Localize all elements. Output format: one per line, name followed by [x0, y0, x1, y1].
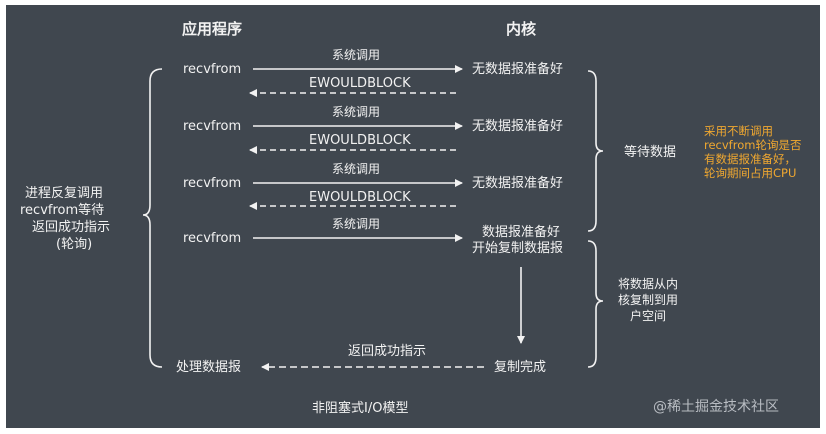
kernel-header: 内核: [506, 20, 537, 38]
orange-note-line-1: 采用不断调用: [704, 124, 773, 138]
diagram-caption: 非阻塞式I/O模型: [312, 401, 409, 416]
recvfrom-label-3: recvfrom: [183, 176, 242, 191]
process-datagram-label: 处理数据报: [176, 360, 242, 375]
syscall-label-1: 系统调用: [332, 48, 381, 62]
left-note-line-1: 进程反复调用: [25, 186, 104, 201]
success-return-label: 返回成功指示: [348, 344, 427, 359]
kernel-status-ready: 数据报准备好: [482, 225, 561, 240]
app-header: 应用程序: [182, 20, 243, 38]
copy-note-line-3: 户空间: [630, 309, 667, 323]
orange-note-line-4: 轮询期间占用CPU: [704, 166, 797, 180]
ewouldblock-label-2: EWOULDBLOCK: [309, 133, 411, 148]
kernel-status-1: 无数据报准备好: [472, 62, 564, 77]
ewouldblock-label-3: EWOULDBLOCK: [309, 190, 411, 205]
wait-brace: [587, 70, 604, 232]
orange-note-line-2: recvfrom轮询是否: [704, 138, 802, 152]
copy-note-line-2: 核复制到用: [618, 293, 679, 307]
syscall-label-4: 系统调用: [332, 217, 381, 231]
copy-note-line-1: 将数据从内: [618, 277, 679, 291]
kernel-status-2: 无数据报准备好: [472, 119, 564, 134]
watermark: @稀土掘金技术社区: [653, 399, 779, 415]
copy-brace: [587, 240, 604, 368]
kernel-status-copy: 开始复制数据报: [472, 241, 564, 256]
recvfrom-label-2: recvfrom: [183, 119, 242, 134]
left-brace: [142, 68, 163, 368]
kernel-status-3: 无数据报准备好: [472, 176, 564, 191]
left-note-line-4: (轮询): [56, 237, 93, 252]
orange-note-line-3: 有数据报准备好，: [704, 152, 796, 166]
ewouldblock-label-1: EWOULDBLOCK: [309, 76, 411, 91]
diagram-lines: [142, 65, 604, 371]
wait-data-label: 等待数据: [624, 145, 677, 160]
diagram-canvas: 应用程序 内核 recvfrom 系统调用 无数据报准备好 EWOULDBLOC…: [6, 5, 820, 428]
recvfrom-label-1: recvfrom: [183, 62, 242, 77]
copy-complete-label: 复制完成: [494, 360, 547, 375]
recvfrom-label-4: recvfrom: [183, 231, 242, 246]
left-note-line-2: recvfrom等待: [20, 203, 105, 218]
syscall-label-2: 系统调用: [332, 105, 381, 119]
syscall-label-3: 系统调用: [332, 162, 381, 176]
left-note-line-3: 返回成功指示: [32, 220, 111, 235]
